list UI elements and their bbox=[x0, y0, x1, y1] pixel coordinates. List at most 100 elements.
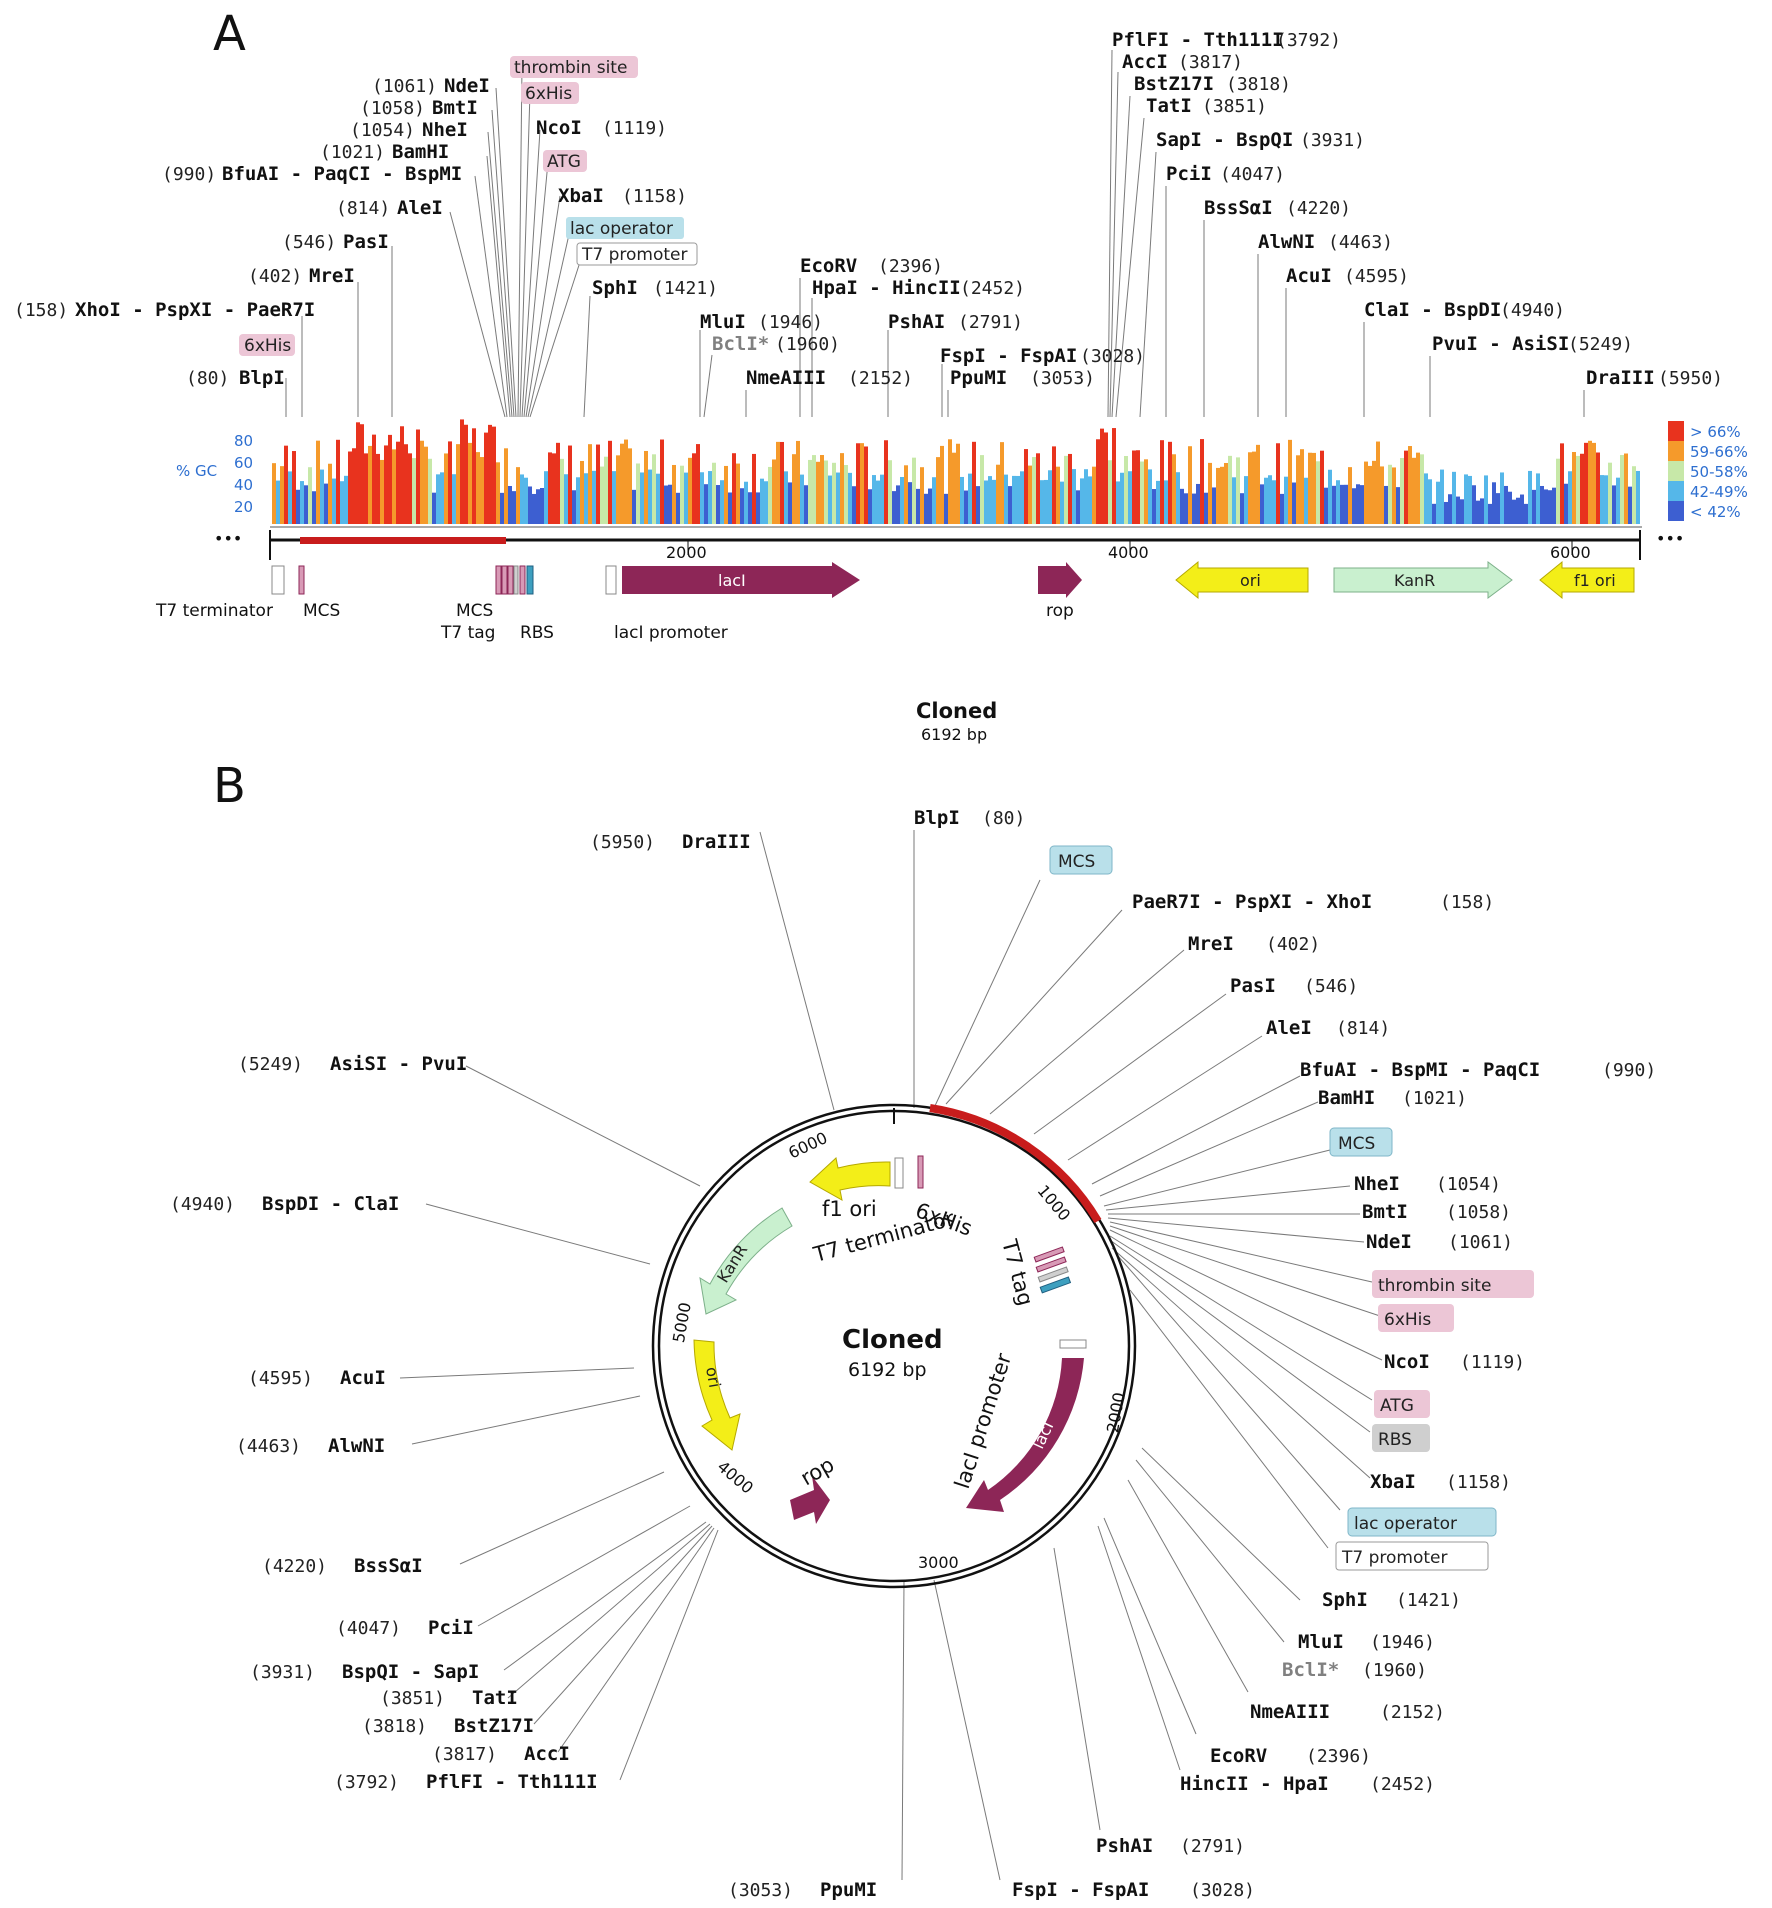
gc-bar bbox=[1088, 476, 1092, 524]
gc-bar bbox=[496, 462, 500, 524]
gc-bar bbox=[1608, 462, 1612, 524]
gc-bar bbox=[668, 484, 672, 524]
site-alwni: AlwNI bbox=[1258, 231, 1315, 253]
ruler-tick-6000: 6000 bbox=[1550, 543, 1591, 562]
site-num-clai: (4940) bbox=[1500, 300, 1565, 321]
gc-bar bbox=[680, 465, 684, 524]
circ-site-hincii: HincII - HpaI bbox=[1180, 1773, 1329, 1795]
site-xhoi: XhoI - PspXI - PaeR7I bbox=[75, 299, 315, 321]
site-num-alei: (814) bbox=[336, 198, 390, 219]
circ-site-ncoi: NcoI bbox=[1384, 1351, 1430, 1373]
site-num-xbai: (1158) bbox=[622, 186, 687, 207]
gc-bar bbox=[1420, 454, 1424, 524]
tag-lacop-a-label: lac operator bbox=[570, 219, 673, 239]
circ-tick-5000: 5000 bbox=[669, 1301, 695, 1344]
gc-bar bbox=[636, 463, 640, 524]
site-acui: AcuI bbox=[1286, 265, 1332, 287]
gc-bar bbox=[1448, 494, 1452, 524]
tag-thrombin-a bbox=[510, 56, 638, 78]
gc-bar bbox=[988, 476, 992, 524]
gc-bar bbox=[1468, 475, 1472, 524]
site-num-bmti: (1058) bbox=[360, 98, 425, 119]
gc-bar bbox=[1368, 465, 1372, 524]
gc-bar bbox=[576, 477, 580, 524]
gc-bar bbox=[1328, 469, 1332, 524]
gc-bar bbox=[1456, 496, 1460, 524]
gc-bar bbox=[416, 429, 420, 524]
site-alei: AleI bbox=[397, 197, 443, 219]
gc-bar bbox=[1460, 499, 1464, 524]
circ-tag-6xhis-label: 6xHis bbox=[1384, 1310, 1431, 1330]
circ-tag-lacop bbox=[1347, 1507, 1497, 1537]
gc-bar bbox=[1324, 487, 1328, 524]
circ-site-sphi: SphI bbox=[1322, 1589, 1368, 1611]
gc-bar bbox=[1384, 485, 1388, 524]
gc-bar bbox=[624, 439, 628, 524]
gc-bar bbox=[1576, 455, 1580, 524]
site-pflfi: PflFI - Tth111I bbox=[1112, 29, 1284, 51]
circ-num-tati: (3851) bbox=[380, 1688, 445, 1709]
gc-bar bbox=[1264, 477, 1268, 524]
site-num-tati: (3851) bbox=[1202, 96, 1267, 117]
gc-bar bbox=[1024, 449, 1028, 524]
gc-bar bbox=[464, 424, 468, 524]
gc-bar bbox=[1280, 493, 1284, 524]
circ-num-ncoi: (1119) bbox=[1460, 1352, 1525, 1373]
gc-bar bbox=[424, 446, 428, 524]
gc-bar bbox=[1256, 444, 1260, 524]
tag-thrombin-a-label: thrombin site bbox=[514, 58, 627, 78]
site-num-fspi: (3028) bbox=[1080, 346, 1145, 367]
site-num-draiii: (5950) bbox=[1658, 368, 1723, 389]
gc-bar bbox=[280, 466, 284, 524]
gc-bar bbox=[1248, 452, 1252, 524]
gc-bar bbox=[1032, 457, 1036, 524]
gc-bar bbox=[300, 481, 304, 524]
gc-bar bbox=[388, 434, 392, 524]
gc-bar bbox=[1044, 479, 1048, 524]
label-t7-tag: T7 tag bbox=[440, 623, 495, 643]
circ-num-blpi: (80) bbox=[982, 808, 1025, 829]
gc-bar bbox=[912, 457, 916, 524]
gc-bar bbox=[1332, 485, 1336, 524]
gc-bar bbox=[504, 448, 508, 524]
gc-bar bbox=[1144, 459, 1148, 524]
linear-leaders bbox=[285, 49, 1585, 418]
gc-bar bbox=[1540, 485, 1544, 524]
gc-bar bbox=[976, 486, 980, 524]
site-nmeaiii: NmeAIII bbox=[746, 367, 826, 389]
gc-bar bbox=[676, 492, 680, 524]
site-num-xhoi: (158) bbox=[14, 300, 68, 321]
gc-bar bbox=[1588, 440, 1592, 524]
gc-bar bbox=[628, 448, 632, 524]
gc-bar bbox=[664, 485, 668, 524]
circ-site-bspqi: BspQI - SapI bbox=[342, 1661, 479, 1683]
circ-num-ecorv: (2396) bbox=[1306, 1746, 1371, 1767]
gc-bar bbox=[852, 486, 856, 524]
gc-bar bbox=[1544, 489, 1548, 524]
gc-bar bbox=[1252, 451, 1256, 524]
site-num-sapi: (3931) bbox=[1300, 130, 1365, 151]
gc-bar bbox=[732, 453, 736, 524]
gc-bar bbox=[1156, 480, 1160, 524]
kanr-arrow-label: KanR bbox=[1394, 571, 1435, 590]
gc-bars bbox=[272, 419, 1640, 524]
gc-bar bbox=[1020, 471, 1024, 524]
site-fspi: FspI - FspAI bbox=[940, 345, 1077, 367]
gc-bar bbox=[412, 458, 416, 524]
gc-bar bbox=[780, 441, 784, 524]
gc-bar bbox=[1572, 452, 1576, 524]
label-rop: rop bbox=[1046, 601, 1074, 621]
circ-num-ndei: (1061) bbox=[1448, 1232, 1513, 1253]
circ-site-pshai: PshAI bbox=[1096, 1835, 1153, 1857]
gc-bar bbox=[616, 455, 620, 524]
circ-num-nhei: (1054) bbox=[1436, 1174, 1501, 1195]
gc-bar bbox=[1360, 485, 1364, 524]
gc-bar bbox=[588, 444, 592, 524]
tag-t7prom-a-label: T7 promoter bbox=[581, 245, 688, 265]
circ-num-pflfi: (3792) bbox=[334, 1772, 399, 1793]
gc-bar bbox=[1452, 471, 1456, 524]
gc-bar bbox=[1364, 461, 1368, 524]
gc-bar bbox=[1236, 457, 1240, 524]
circ-num-ppumi: (3053) bbox=[728, 1880, 793, 1901]
gc-bar bbox=[1496, 493, 1500, 524]
